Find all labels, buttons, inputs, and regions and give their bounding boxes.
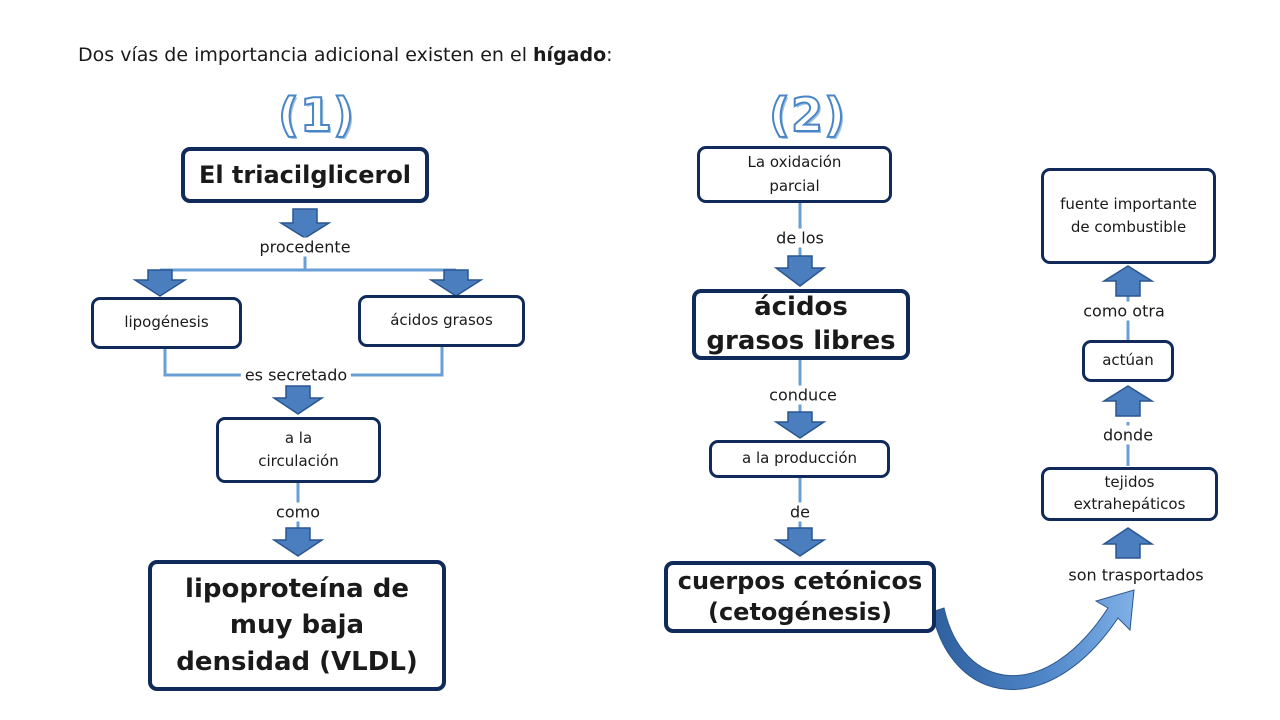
- label-es-secretado: es secretado: [240, 365, 352, 385]
- label-procedente: procedente: [255, 237, 355, 257]
- box-acidos-grasos: ácidos grasos: [358, 295, 525, 347]
- box-acidos-libres: ácidos grasos libres: [692, 289, 910, 360]
- arrow-down-5: [271, 527, 325, 557]
- arrow-up-3: [1101, 265, 1155, 297]
- box-circulacion: a la circulación: [216, 417, 381, 483]
- box-triacilglicerol: El triacilglicerol: [181, 147, 429, 203]
- label-de: de: [786, 502, 814, 522]
- arrow-down-8: [773, 527, 827, 557]
- arrow-down-6: [773, 255, 827, 287]
- box-tejidos: tejidos extrahepáticos: [1041, 467, 1218, 521]
- label-son-trasportados: son trasportados: [1064, 565, 1208, 585]
- box-lipogenesis: lipogénesis: [91, 297, 242, 349]
- label-como-otra: como otra: [1079, 301, 1169, 321]
- arrow-down-2: [132, 269, 188, 297]
- label-donde: donde: [1098, 425, 1158, 445]
- curved-arrow: [931, 589, 1135, 690]
- box-cuerpos-cetonicos: cuerpos cetónicos (cetogénesis): [664, 561, 936, 633]
- arrow-up-1: [1101, 527, 1155, 559]
- box-oxidacion: La oxidación parcial: [697, 146, 892, 203]
- box-produccion: a la producción: [709, 440, 890, 478]
- box-fuente: fuente importante de combustible: [1041, 168, 1216, 264]
- heading-1: (1): [277, 87, 356, 143]
- label-conduce: conduce: [765, 385, 841, 405]
- arrow-down-3: [428, 269, 484, 297]
- arrow-down-7: [773, 411, 827, 439]
- arrow-up-2: [1101, 385, 1155, 417]
- box-vldl: lipoproteína de muy baja densidad (VLDL): [148, 560, 446, 691]
- arrow-down-1: [278, 208, 332, 239]
- arrow-down-4: [271, 385, 325, 415]
- heading-2: (2): [768, 87, 847, 143]
- label-de-los: de los: [772, 228, 828, 248]
- intro-text: Dos vías de importancia adicional existe…: [78, 44, 613, 66]
- box-actuan: actúan: [1082, 340, 1174, 382]
- label-como: como: [272, 502, 324, 522]
